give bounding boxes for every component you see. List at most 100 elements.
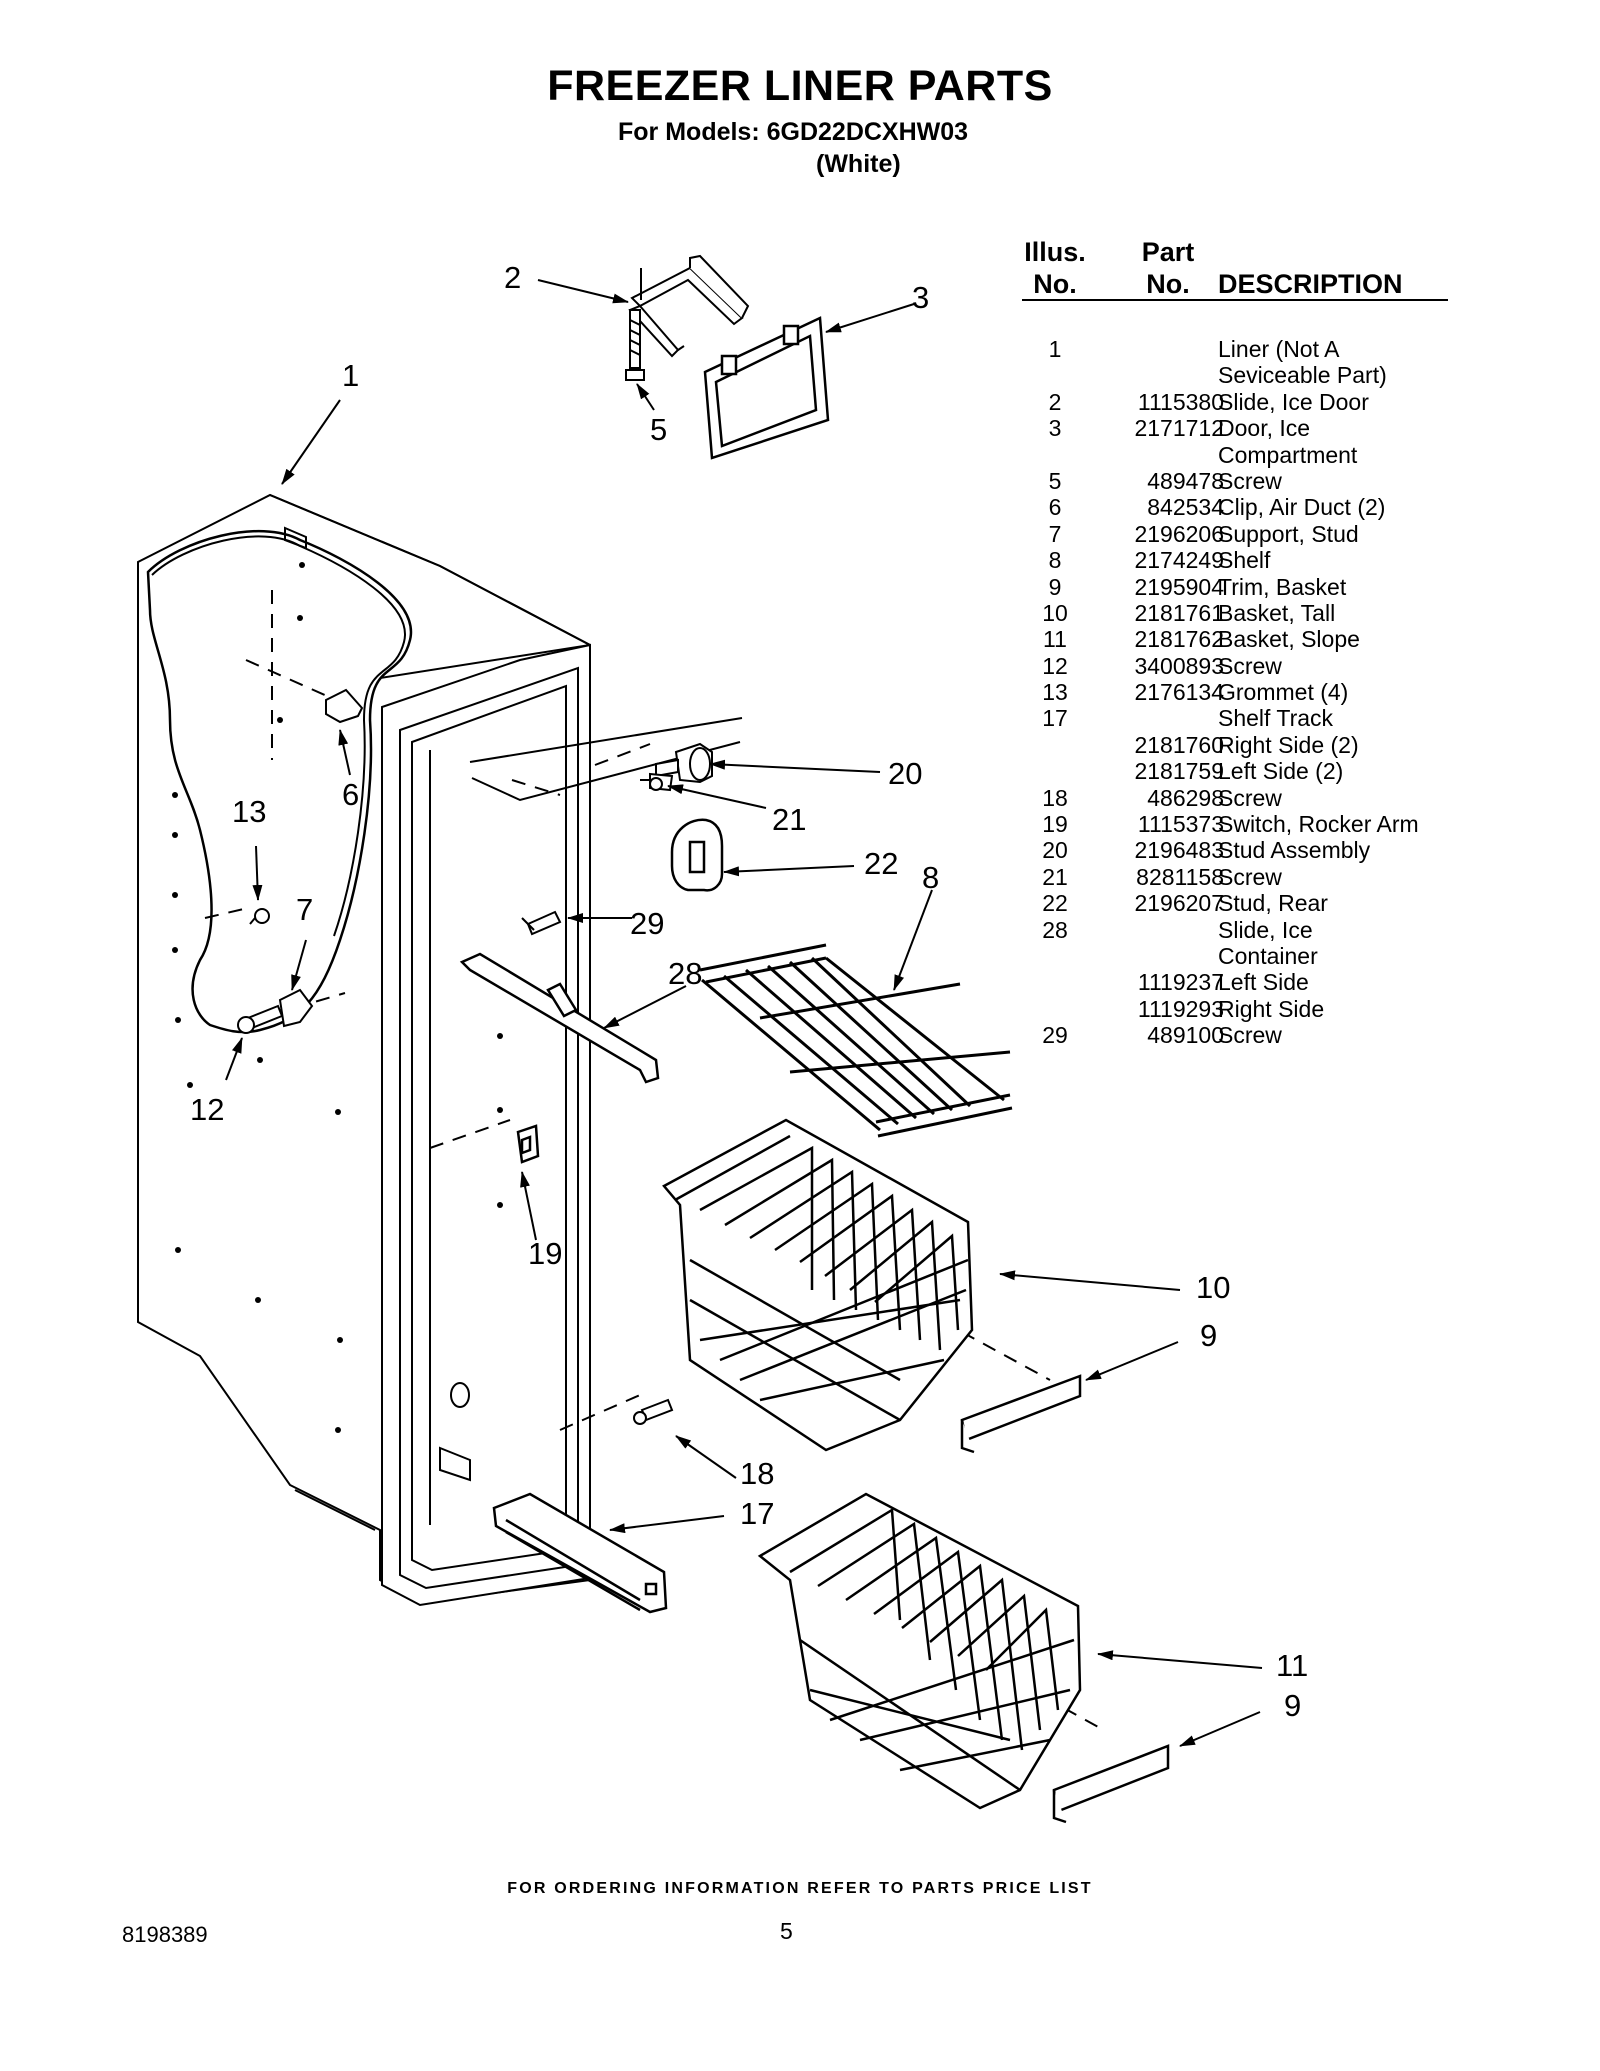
callout-2: 2 — [504, 260, 521, 295]
screw-21 — [649, 772, 674, 792]
part-number-cell: 2196207 — [1134, 890, 1224, 917]
illus-cell: 21 — [1042, 863, 1068, 890]
header-description: DESCRIPTION — [1218, 269, 1403, 299]
illus-cell: 13 — [1042, 679, 1068, 706]
description-cell: Screw — [1218, 652, 1282, 679]
wire-shelf — [699, 943, 1013, 1138]
description-cell: Liner (Not A — [1218, 336, 1340, 362]
part-number-cell: 2174249 — [1134, 547, 1224, 574]
illus-cell: 28 — [1042, 916, 1068, 943]
air-duct-clip — [325, 688, 364, 724]
ice-container-slide — [459, 952, 660, 1084]
description-cell: Stud, Rear — [1218, 890, 1328, 917]
callout-22: 22 — [864, 846, 898, 881]
part-number-cell: 486298 — [1147, 784, 1224, 811]
basket-trim-upper — [960, 1374, 1082, 1454]
callout-1: 1 — [342, 358, 359, 393]
basket-trim-lower — [1052, 1744, 1170, 1824]
part-number-cell: 1119293 — [1137, 995, 1224, 1022]
part-number-cell: 489478 — [1147, 467, 1224, 494]
description-cell: Slide, Ice — [1218, 916, 1313, 943]
part-number-cell: 1115380 — [1137, 388, 1224, 415]
table-row: Compartment — [1022, 442, 1452, 468]
table-row: Container — [1022, 943, 1452, 969]
description-cell: Shelf Track — [1218, 705, 1334, 732]
description-cell: Shelf — [1218, 547, 1271, 574]
description-cell: Support, Stud — [1218, 520, 1359, 547]
header-rule — [1022, 299, 1448, 301]
stud-assembly — [655, 742, 713, 784]
models-line: For Models: 6GD22DCXHW03 — [618, 118, 969, 146]
description-cell: Screw — [1218, 467, 1282, 494]
part-number-cell: 1119237 — [1137, 969, 1224, 996]
illus-cell: 10 — [1042, 599, 1068, 626]
part-number-cell: 3400893 — [1134, 652, 1224, 679]
part-number-cell: 8281158 — [1136, 863, 1224, 890]
callout-17: 17 — [740, 1496, 774, 1531]
illus-cell: 12 — [1042, 652, 1068, 679]
description-cell: Clip, Air Duct (2) — [1218, 494, 1386, 521]
part-number-cell: 2176134 — [1134, 679, 1224, 706]
part-number-cell: 2195904 — [1134, 573, 1224, 600]
callout-6: 6 — [342, 777, 359, 812]
header-illus-top: Illus. — [1024, 237, 1086, 267]
description-cell: Screw — [1218, 784, 1282, 811]
description-cell: Screw — [1218, 1022, 1282, 1049]
table-row: 17 Shelf Track — [1022, 705, 1452, 731]
illus-cell: 17 — [1042, 705, 1068, 732]
callout-10: 10 — [1196, 1270, 1230, 1305]
sloped-basket — [757, 1492, 1082, 1810]
illus-cell: 9 — [1048, 573, 1062, 600]
illus-cell: 8 — [1048, 547, 1062, 574]
ice-door-slide — [628, 254, 750, 358]
illus-cell: 1 — [1048, 336, 1062, 362]
header-illus-bottom: No. — [1033, 269, 1077, 299]
illus-cell: 2 — [1048, 388, 1062, 415]
part-number-cell: 2171712 — [1134, 415, 1224, 442]
header-part-top: Part — [1141, 237, 1195, 267]
callout-18: 18 — [740, 1456, 774, 1491]
callout-9-lower: 9 — [1284, 1688, 1301, 1723]
description-cell: Right Side (2) — [1218, 731, 1359, 758]
callout-13: 13 — [232, 794, 266, 829]
description-cell: Trim, Basket — [1218, 573, 1347, 600]
callout-9-upper: 9 — [1200, 1318, 1217, 1353]
description-cell: Compartment — [1218, 441, 1358, 468]
callout-28: 28 — [668, 956, 702, 991]
ordering-footer: FOR ORDERING INFORMATION REFER TO PARTS … — [507, 1880, 1093, 1897]
screw-12 — [237, 1004, 284, 1034]
part-number-cell: 2181762 — [1134, 626, 1224, 653]
table-row: 1 Liner (Not A — [1022, 336, 1452, 362]
illus-cell: 5 — [1048, 467, 1062, 494]
rocker-arm-switch — [516, 1124, 540, 1164]
illus-cell: 7 — [1048, 520, 1062, 547]
illus-cell: 22 — [1042, 890, 1068, 917]
illus-cell: 29 — [1042, 1022, 1068, 1049]
callout-3: 3 — [912, 280, 929, 315]
part-number-cell: 2181760 — [1134, 731, 1224, 758]
freezer-liner-drawing — [137, 493, 743, 1607]
description-cell: Seviceable Part) — [1218, 362, 1387, 389]
callout-20: 20 — [888, 756, 922, 791]
description-cell: Right Side — [1218, 995, 1325, 1022]
header-illus-no: Illus. No. — [1022, 236, 1088, 300]
page-number: 5 — [780, 1918, 793, 1944]
support-stud — [278, 988, 314, 1028]
callout-21: 21 — [772, 802, 806, 837]
callout-29: 29 — [630, 906, 664, 941]
illus-cell: 19 — [1042, 811, 1068, 838]
